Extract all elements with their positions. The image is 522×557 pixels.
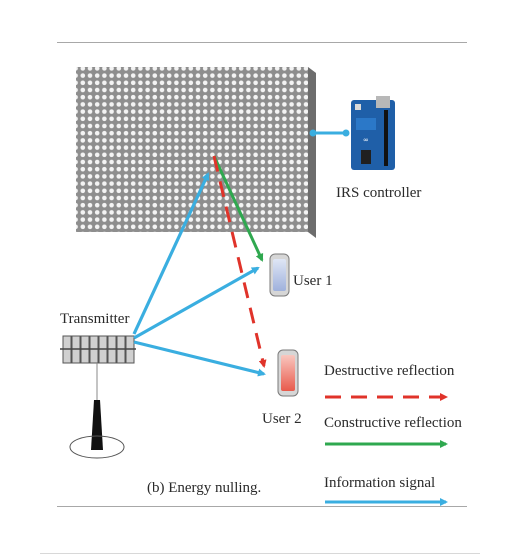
svg-text:∞: ∞ — [363, 136, 369, 144]
figure-caption: (b) Energy nulling. — [147, 480, 262, 496]
irs-controller-board-icon: ∞ — [351, 96, 395, 170]
legend-constructive-label: Constructive reflection — [324, 415, 462, 431]
irs-panel — [76, 67, 316, 238]
user1-phone-icon — [269, 253, 290, 297]
legend-destructive-label: Destructive reflection — [324, 363, 455, 379]
irs-controller-label: IRS controller — [336, 185, 422, 201]
information-signal-paths — [132, 172, 266, 377]
destructive-reflection-path — [212, 155, 267, 368]
constructive-reflection-path — [212, 155, 264, 262]
legend-information-label: Information signal — [324, 475, 436, 491]
user2-phone-icon — [277, 349, 299, 397]
page-bottom-divider — [40, 553, 480, 554]
panel-controller-link — [309, 129, 350, 137]
user2-label: User 2 — [262, 411, 302, 427]
user1-label: User 1 — [293, 273, 333, 289]
top-divider — [57, 42, 467, 43]
transmitter-antenna-icon — [60, 335, 136, 459]
transmitter-label: Transmitter — [60, 311, 130, 327]
bottom-divider — [57, 506, 467, 507]
